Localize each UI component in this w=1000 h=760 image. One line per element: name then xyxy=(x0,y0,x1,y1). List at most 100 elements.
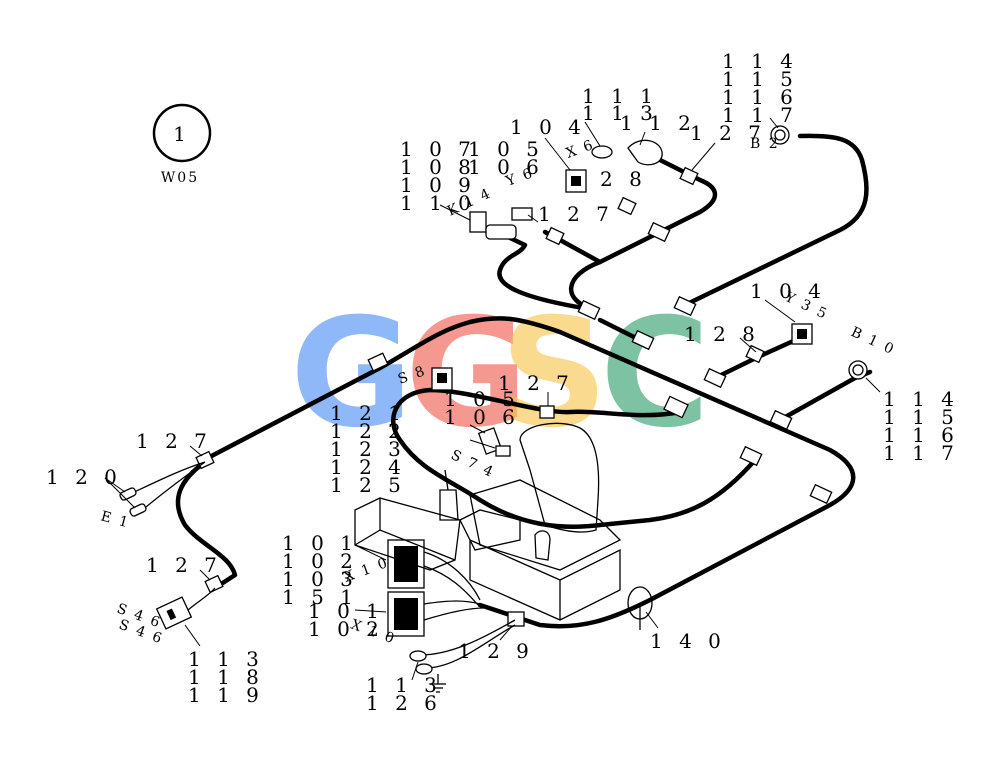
label-118: 1 1 8 xyxy=(188,665,264,689)
label-127-seat: 1 2 7 xyxy=(498,371,574,395)
label-101-upper: 1 0 1 xyxy=(282,531,358,555)
wires-x10 xyxy=(423,551,485,621)
label-114b: 1 1 4 xyxy=(883,387,959,411)
label-115b: 1 1 5 xyxy=(883,405,959,429)
label-112: 1 1 2 xyxy=(620,111,696,135)
lamp-e1-b xyxy=(129,503,147,517)
label-102-upper: 1 0 2 xyxy=(282,549,358,573)
operator-seat-console xyxy=(354,422,622,621)
clip xyxy=(577,299,601,321)
connector-block-x10-lower-core xyxy=(394,598,418,630)
label-108: 1 0 8 xyxy=(400,155,476,179)
label-110: 1 1 0 xyxy=(400,191,476,215)
watermark: G G S C xyxy=(290,287,710,461)
clip xyxy=(647,221,671,243)
switch-s46-core xyxy=(166,608,177,621)
lamp-e1-a xyxy=(119,487,137,501)
label-109: 1 0 9 xyxy=(400,173,476,197)
switch-s74-plug xyxy=(495,445,511,457)
clip xyxy=(631,329,655,351)
round-connector-b2 xyxy=(770,125,790,145)
connector-y35-core xyxy=(797,329,807,339)
clip xyxy=(673,295,697,317)
connector-127-mid xyxy=(511,207,533,221)
armrest xyxy=(459,509,521,551)
badge-number: 1 xyxy=(173,122,191,146)
wires-ground xyxy=(419,619,516,669)
label-119: 1 1 9 xyxy=(188,683,264,707)
watermark-letter-g-red: G xyxy=(405,287,528,461)
seat-loop-cable xyxy=(391,387,758,529)
watermark-letter-g-blue: G xyxy=(290,287,413,461)
clip xyxy=(809,483,833,505)
label-127-low: 1 2 7 xyxy=(146,553,222,577)
label-120: 1 2 0 xyxy=(46,465,122,489)
label-123: 1 2 3 xyxy=(330,437,406,461)
ring-terminal-x6 xyxy=(591,145,613,159)
label-129: 1 2 9 xyxy=(458,639,534,663)
console-base xyxy=(469,538,621,621)
clip xyxy=(739,445,763,467)
label-126: 1 2 6 xyxy=(366,691,442,715)
label-106-seat: 1 0 6 xyxy=(444,405,520,429)
leader-lines xyxy=(104,117,881,681)
label-127-mid: 1 2 7 xyxy=(538,202,614,226)
relay-k14 xyxy=(469,211,487,233)
label-121: 1 2 1 xyxy=(330,401,406,425)
clip xyxy=(617,196,637,216)
clip xyxy=(545,226,565,246)
label-127-top-right: 1 2 7 xyxy=(690,121,766,145)
round-connector-b10-inner xyxy=(852,364,864,376)
left-branch-cable xyxy=(175,459,238,591)
round-connector-b10 xyxy=(848,360,868,380)
label-103: 1 0 3 xyxy=(282,567,358,591)
clip xyxy=(745,344,765,364)
joystick-right xyxy=(534,530,551,561)
code-x6: X 6 xyxy=(564,137,597,162)
label-127-left: 1 2 7 xyxy=(136,429,212,453)
label-140: 1 4 0 xyxy=(650,629,726,653)
label-113-ground: 1 1 3 xyxy=(366,673,442,697)
label-116b: 1 1 6 xyxy=(883,423,959,447)
ring-terminal-ground-a xyxy=(409,650,427,662)
clip xyxy=(539,405,555,419)
label-104-top: 1 0 4 xyxy=(510,115,586,139)
label-122: 1 2 2 xyxy=(330,419,406,443)
round-connector-b2-inner xyxy=(774,129,786,141)
label-113-low: 1 1 3 xyxy=(188,647,264,671)
label-105-seat: 1 0 5 xyxy=(444,387,520,411)
clip xyxy=(769,409,793,431)
diagram-badge: 1 W05 xyxy=(152,103,212,186)
label-105-top: 1 0 5 xyxy=(468,137,544,161)
code-e1: E 1 xyxy=(99,508,132,531)
connector-x6 xyxy=(627,139,663,166)
clip xyxy=(663,395,689,419)
clip xyxy=(703,367,727,389)
part-labels: 1 1 4 1 1 5 1 1 6 1 1 7 1 1 1 1 1 3 1 1 … xyxy=(46,49,959,715)
upper-left-branch-cable xyxy=(497,235,598,313)
upper-right-branch-cable xyxy=(682,133,869,308)
label-107: 1 0 7 xyxy=(400,137,476,161)
label-101-lower: 1 0 1 xyxy=(308,599,384,623)
label-128-top: 2 8 xyxy=(600,167,647,191)
ground-icon xyxy=(430,674,446,693)
label-117b: 1 1 7 xyxy=(883,441,959,465)
upper-center-branch-cable xyxy=(569,157,718,313)
label-124: 1 2 4 xyxy=(330,455,406,479)
clip xyxy=(679,166,699,186)
label-102-lower: 1 0 2 xyxy=(308,617,384,641)
connector-y6-core xyxy=(571,176,581,186)
label-114a: 1 1 4 xyxy=(722,49,798,73)
label-117a: 1 1 7 xyxy=(722,103,798,127)
code-b2: B 2 xyxy=(750,136,780,152)
badge-circle xyxy=(152,103,212,163)
clip xyxy=(367,352,389,372)
label-116a: 1 1 6 xyxy=(722,85,798,109)
joystick-left xyxy=(439,469,459,521)
clip xyxy=(507,611,525,627)
wires-s46 xyxy=(187,587,216,611)
label-128-right: 1 2 8 xyxy=(684,322,760,346)
connector-block-x10-upper-core xyxy=(394,546,418,582)
